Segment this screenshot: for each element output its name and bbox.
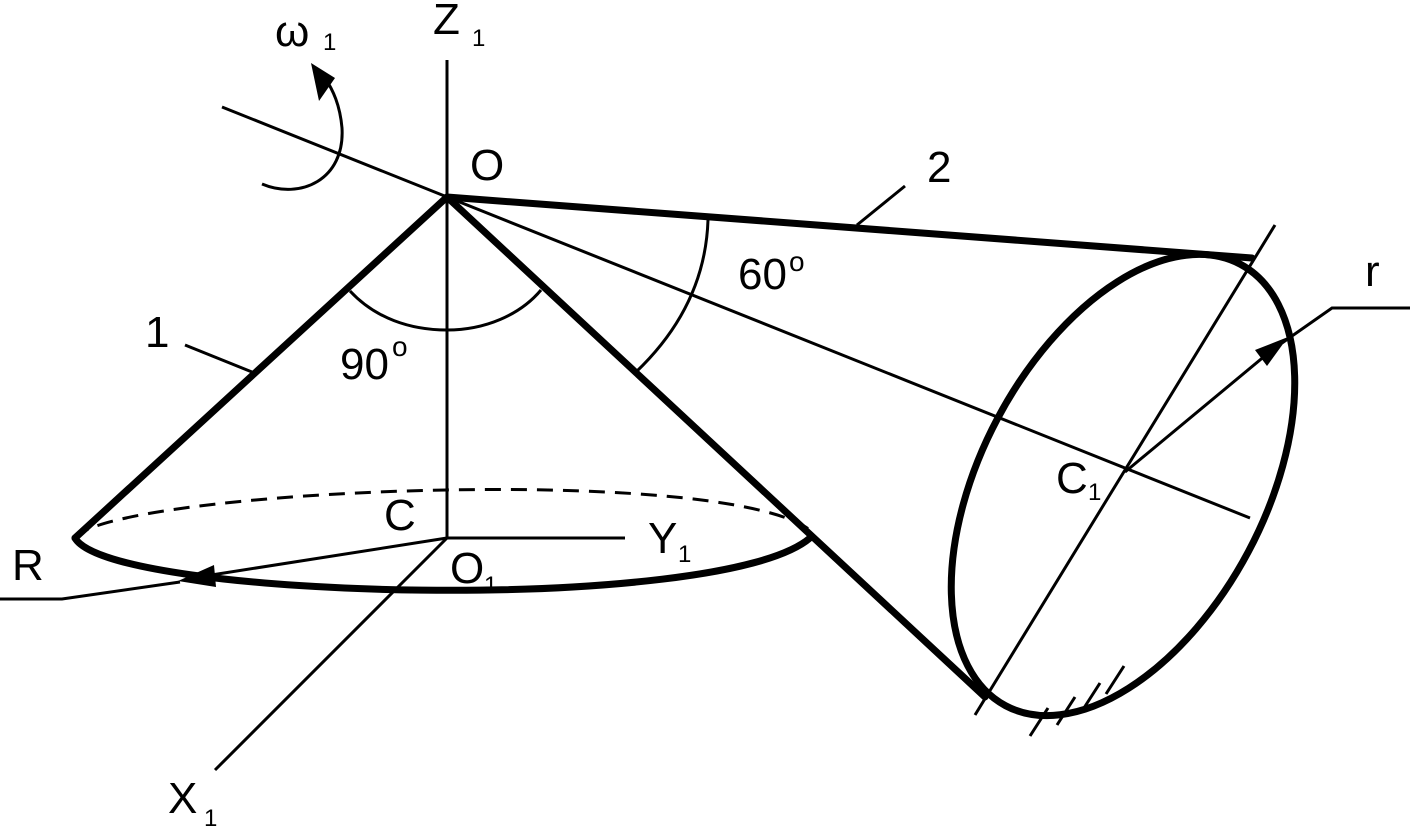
ground-hatch-3: [1080, 682, 1102, 712]
cone2-axis-line: [221, 105, 1251, 520]
center-c1-subscript: 1: [1088, 479, 1101, 506]
ground-hatch-4: [1104, 665, 1126, 695]
radius-R-arrow: [204, 536, 448, 578]
z-axis-label: Z: [433, 0, 460, 44]
y-axis-label: Y: [648, 514, 677, 563]
omega-subscript: 1: [323, 29, 336, 56]
ground-hatch-2: [1055, 696, 1077, 726]
y-axis-subscript: 1: [678, 541, 691, 568]
cone2-base-ellipse: [947, 250, 1299, 720]
radius-R-leader: [0, 580, 181, 601]
origin-o1-label: O: [450, 544, 484, 593]
radius-R-label: R: [12, 541, 44, 590]
radius-r-arrowhead-icon: [1255, 337, 1288, 366]
angle-60-arc: [634, 219, 710, 374]
cone1-left-generatrix: [71, 193, 451, 542]
rotation-arrowhead-icon: [311, 63, 335, 101]
cone1-number-label: 1: [145, 308, 169, 357]
ground-hatch-1: [1028, 707, 1050, 737]
angle-60-superscript: o: [789, 246, 805, 277]
x-axis-line: [213, 536, 449, 772]
cone1-base-hidden-edge: [73, 487, 811, 539]
x-axis-label: X: [168, 774, 197, 823]
angle-60-label: 60: [738, 250, 787, 299]
angle-90-label: 90: [340, 340, 389, 389]
cone1-number-leader: [184, 343, 253, 374]
origin-o1-subscript: 1: [484, 572, 497, 599]
radius-r-arrow: [1124, 348, 1273, 474]
center-c-label: C: [384, 491, 416, 540]
cone1-base-visible-edge: [71, 534, 814, 594]
radius-r-leader: [1281, 306, 1410, 345]
center-c1-label: C: [1056, 454, 1088, 503]
cone2-number-label: 2: [927, 143, 951, 192]
x-axis-subscript: 1: [204, 805, 217, 828]
omega-label: ω: [275, 7, 309, 56]
apex-label: O: [470, 141, 504, 190]
cone2-top-generatrix: [443, 193, 1256, 262]
shared-generatrix: [443, 193, 989, 701]
angle-90-arc: [348, 289, 543, 332]
radius-R-arrowhead-icon: [178, 565, 216, 587]
cone2-diameter-line: [973, 224, 1277, 716]
radius-r-label: r: [1365, 247, 1380, 296]
rotation-arrow: [261, 77, 344, 191]
angle-90-superscript: o: [392, 331, 408, 362]
z-axis-subscript: 1: [472, 25, 485, 52]
cone2-number-leader: [856, 184, 906, 227]
